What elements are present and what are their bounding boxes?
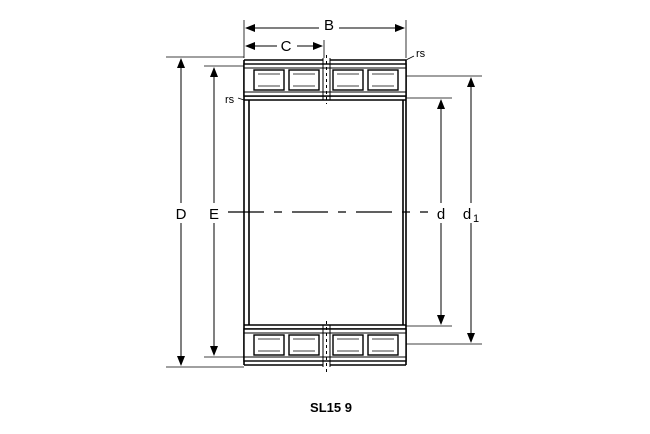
label-rs-top: rs (416, 48, 426, 60)
label-c: C (281, 38, 292, 55)
label-b: B (324, 17, 334, 34)
label-d1-subscript: 1 (473, 213, 479, 225)
roller-5 (253, 334, 285, 356)
label-d1: d (463, 206, 471, 223)
roller-8 (367, 334, 399, 356)
roller-3 (332, 69, 364, 91)
roller-4 (367, 69, 399, 91)
label-d-outer: D (176, 206, 187, 223)
top-roller-row (243, 55, 407, 104)
bottom-roller-row (243, 321, 407, 372)
extension-lines (166, 20, 482, 368)
roller-1 (253, 69, 285, 91)
roller-7 (332, 334, 364, 356)
roller-6 (288, 334, 320, 356)
label-e: E (209, 206, 219, 223)
label-rs-left: rs (225, 94, 235, 106)
roller-2 (288, 69, 320, 91)
label-d-bore: d (437, 206, 445, 223)
diagram-caption: SL15 9 (310, 400, 352, 415)
